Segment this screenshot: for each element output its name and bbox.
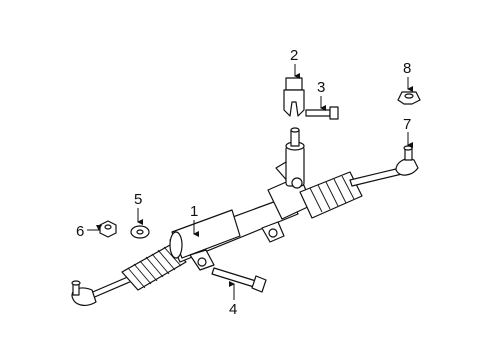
right-tie-rod-end <box>395 145 419 176</box>
callout-2: 2 <box>290 47 298 64</box>
grommet-nut <box>397 91 421 105</box>
washer <box>130 225 150 239</box>
left-tie-rod-end <box>71 280 97 306</box>
bolt-4 <box>211 267 267 293</box>
callout-4: 4 <box>229 301 237 318</box>
callout-8: 8 <box>403 60 411 77</box>
callout-5: 5 <box>134 191 142 208</box>
callout-6: 6 <box>76 223 84 240</box>
bolt-3 <box>305 106 339 120</box>
bracket-clip <box>283 77 305 117</box>
nut <box>99 220 117 238</box>
callout-7: 7 <box>403 116 411 133</box>
rack-housing <box>87 127 403 300</box>
callout-3: 3 <box>317 79 325 96</box>
callout-1: 1 <box>190 203 198 220</box>
